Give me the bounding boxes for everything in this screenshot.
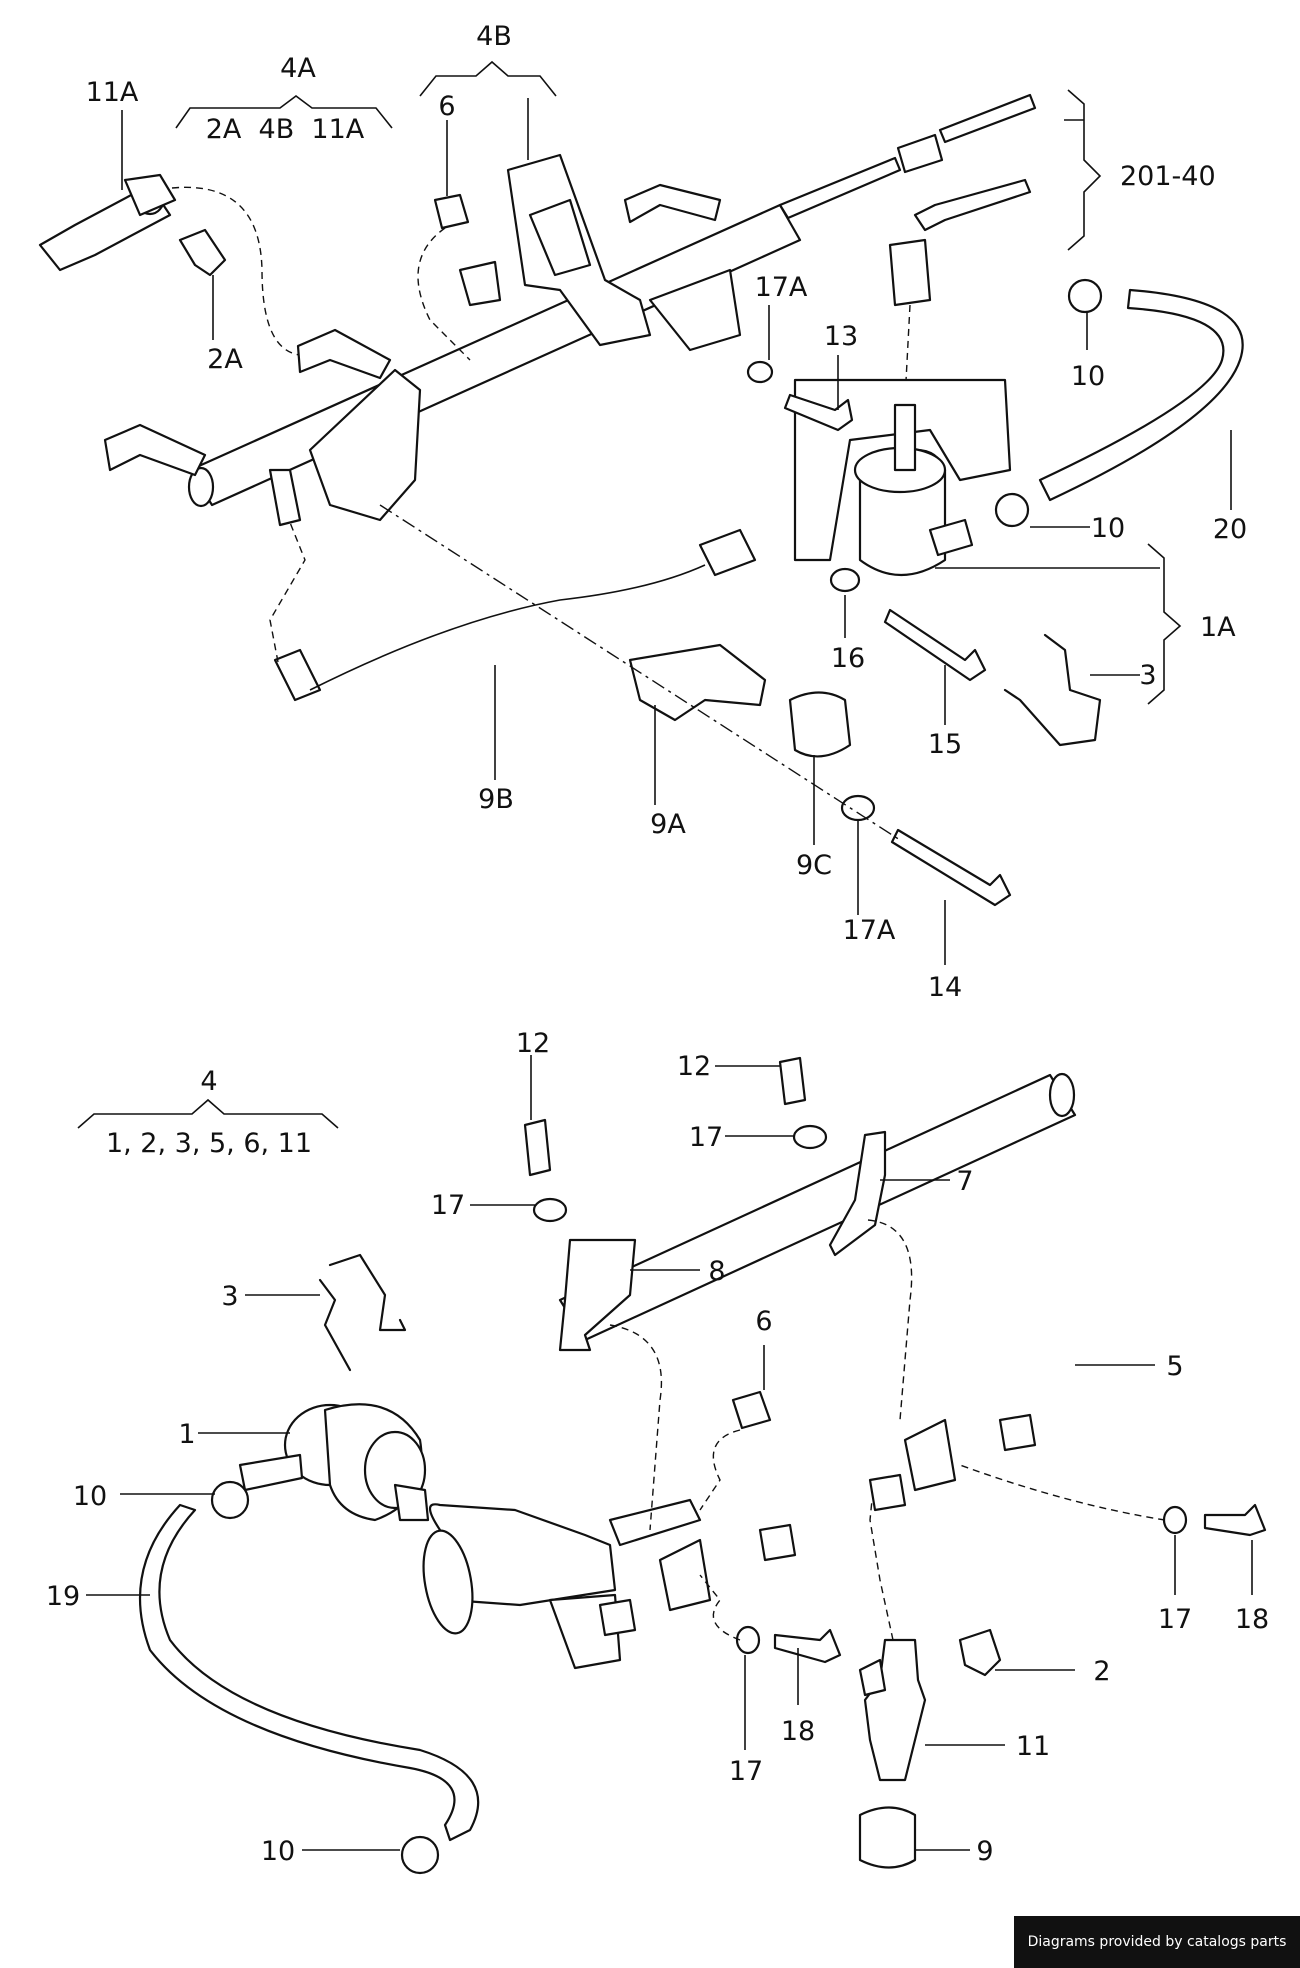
group-contents-4a: 2A 4B 11A xyxy=(206,114,365,145)
callout-6-top: 6 xyxy=(438,91,455,122)
callout-9c: 9C xyxy=(796,850,832,881)
callout-16: 16 xyxy=(831,643,865,674)
leader-lines xyxy=(86,98,1253,1851)
callout-13: 13 xyxy=(824,321,858,352)
callout-labels: 4A 2A 4B 11A 4B 201-40 1A 11A 2A 6 17A 1… xyxy=(46,21,1269,1867)
group-label-4: 4 xyxy=(200,1066,217,1097)
callout-5: 5 xyxy=(1166,1351,1183,1382)
callout-18-right: 18 xyxy=(1235,1604,1269,1635)
injector-11-part xyxy=(858,1638,927,1782)
group-label-1a: 1A xyxy=(1200,612,1236,643)
callout-15: 15 xyxy=(928,729,962,760)
callout-2a: 2A xyxy=(207,344,243,375)
group-label-4a: 4A xyxy=(280,53,316,84)
callout-10-bottom-upper: 10 xyxy=(73,1481,107,1512)
regulator-1-part xyxy=(238,1403,430,1522)
callout-20: 20 xyxy=(1213,514,1247,545)
callout-7: 7 xyxy=(956,1166,973,1197)
callout-9b: 9B xyxy=(478,784,514,815)
callout-1: 1 xyxy=(178,1419,195,1450)
callout-14: 14 xyxy=(928,972,962,1003)
group-label-201-40: 201-40 xyxy=(1120,161,1216,192)
injector-11a-part xyxy=(38,173,177,272)
callout-11a: 11A xyxy=(86,77,139,108)
callout-3-top: 3 xyxy=(1139,660,1156,691)
group-label-4b: 4B xyxy=(476,21,512,52)
callout-10-bottom-lower: 10 xyxy=(261,1836,295,1867)
callout-18-center: 18 xyxy=(781,1716,815,1747)
callout-17-center: 17 xyxy=(729,1756,763,1787)
callout-10-middle: 10 xyxy=(1091,513,1125,544)
callout-17a-lower: 17A xyxy=(843,915,896,946)
callout-2: 2 xyxy=(1093,1656,1110,1687)
callout-11: 11 xyxy=(1016,1731,1050,1762)
callout-17-bracket-left: 17 xyxy=(431,1190,465,1221)
top-assembly xyxy=(38,60,1244,907)
callout-3-bottom: 3 xyxy=(221,1281,238,1312)
callout-17a-upper: 17A xyxy=(755,272,808,303)
callout-8: 8 xyxy=(708,1256,725,1287)
credit-banner: Diagrams provided by catalogs parts xyxy=(1014,1916,1300,1968)
callout-9a: 9A xyxy=(650,809,686,840)
bottom-assembly xyxy=(77,1056,1267,1875)
callout-17-right: 17 xyxy=(1158,1604,1192,1635)
callout-6-bottom: 6 xyxy=(755,1306,772,1337)
callout-9: 9 xyxy=(976,1836,993,1867)
callout-19: 19 xyxy=(46,1581,80,1612)
callout-12-left: 12 xyxy=(516,1028,550,1059)
group-contents-4: 1, 2, 3, 5, 6, 11 xyxy=(106,1128,312,1159)
callout-10-upper: 10 xyxy=(1071,361,1105,392)
callout-12-right: 12 xyxy=(677,1051,711,1082)
callout-17-bracket-right: 17 xyxy=(689,1122,723,1153)
